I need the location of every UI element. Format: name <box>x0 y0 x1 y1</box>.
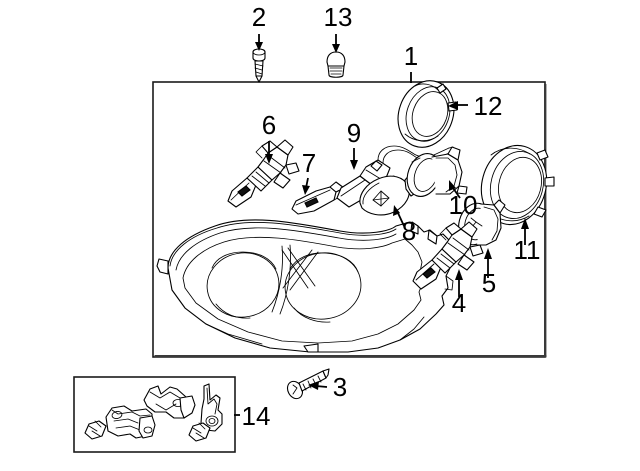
callout-label-4: 4 <box>452 288 466 318</box>
part-14-bracket-repair-kit <box>84 383 223 442</box>
callout-label-14: 14 <box>242 401 271 431</box>
callout-label-8: 8 <box>402 216 416 246</box>
part-13-retainer-clip <box>326 51 346 78</box>
callout-leaders <box>234 34 529 416</box>
part-2-tapping-screw <box>252 48 266 83</box>
part-6-high-beam-halogen-bulb <box>227 139 300 208</box>
callout-label-9: 9 <box>347 118 361 148</box>
callout-label-10: 10 <box>449 190 478 220</box>
callout-label-5: 5 <box>482 268 496 298</box>
callout-label-11: 11 <box>514 235 541 265</box>
callout-label-2: 2 <box>252 2 266 32</box>
callout-label-13: 13 <box>324 2 353 32</box>
callout-label-3: 3 <box>333 372 347 402</box>
part-12-access-cover-ring <box>397 80 458 148</box>
callout-label-12: 12 <box>474 91 503 121</box>
headlamp-lens-housing <box>156 219 454 353</box>
part-3-mounting-bolt <box>286 368 330 400</box>
callout-labels: 1 2 3 4 5 6 7 8 9 10 11 12 13 14 <box>242 2 541 431</box>
callout-label-6: 6 <box>262 110 276 140</box>
callout-label-1: 1 <box>404 41 418 71</box>
part-4-low-beam-halogen-bulb <box>412 221 484 290</box>
callout-label-7: 7 <box>302 148 316 178</box>
